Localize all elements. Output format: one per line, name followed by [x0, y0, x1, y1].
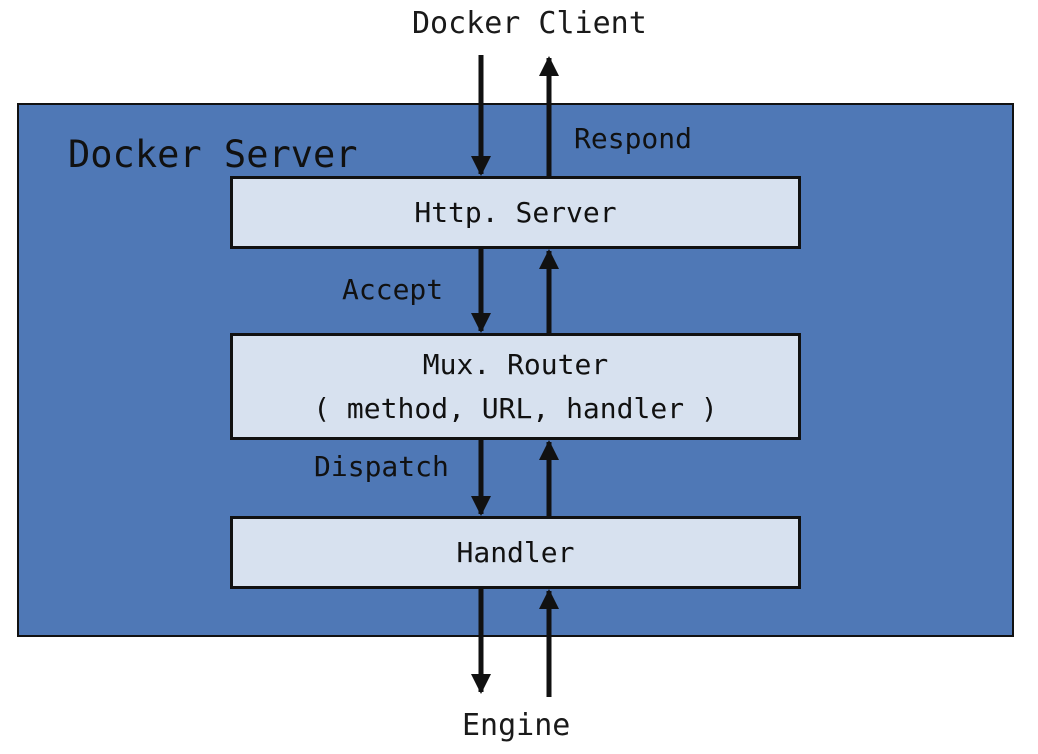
- mux-router-label: Mux. Router: [422, 347, 609, 381]
- docker-client-label: Docker Client: [412, 6, 647, 41]
- dispatch-label: Dispatch: [314, 450, 449, 483]
- http-server-label: Http. Server: [414, 195, 617, 229]
- mux-router-params: ( method, URL, handler ): [313, 391, 718, 425]
- respond-label: Respond: [574, 122, 693, 155]
- accept-label: Accept: [342, 273, 444, 306]
- engine-label: Engine: [462, 708, 571, 743]
- handler-label: Handler: [456, 535, 575, 569]
- docker-server-title: Docker Server: [68, 133, 358, 176]
- mux-router-box: Mux. Router ( method, URL, handler ): [230, 333, 801, 440]
- handler-box: Handler: [230, 516, 801, 589]
- http-server-box: Http. Server: [230, 176, 801, 249]
